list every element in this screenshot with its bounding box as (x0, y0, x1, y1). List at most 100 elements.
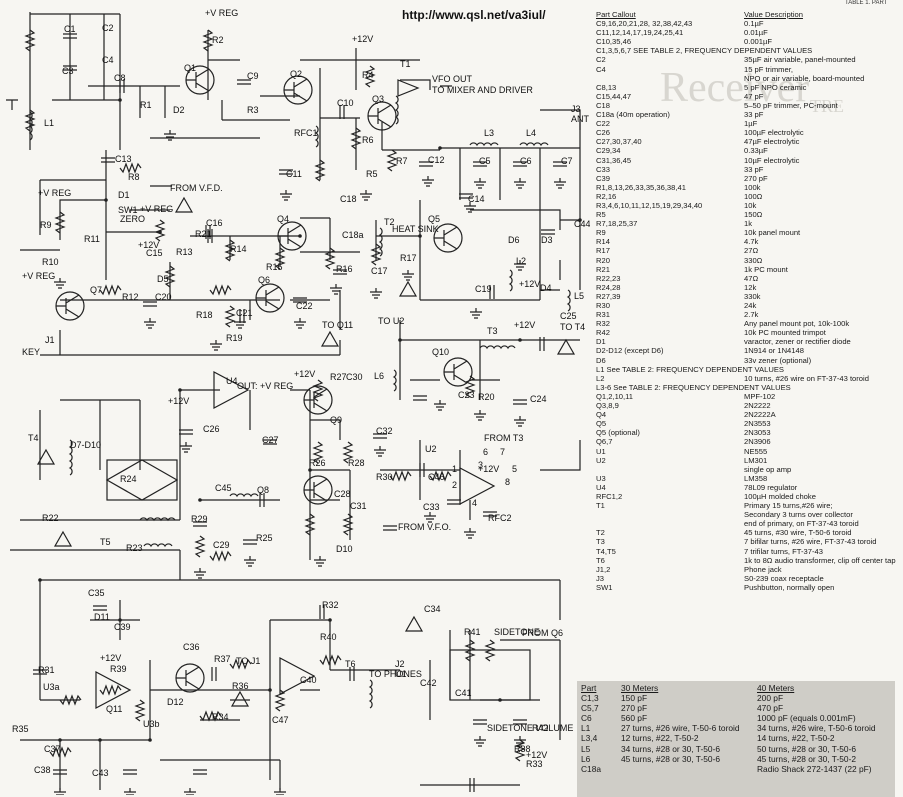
band-part: L3,4 (581, 733, 598, 744)
capacitor-symbol (489, 285, 495, 299)
component-label: D3 (541, 235, 553, 245)
component-label: D2 (173, 105, 185, 115)
wire (20, 249, 330, 320)
part-callout: SW1 (596, 582, 613, 592)
ground-symbol (54, 788, 66, 795)
component-label: R35 (12, 724, 29, 734)
inductor-symbol (378, 227, 383, 257)
component-label: Q3 (372, 94, 384, 104)
part-value: 5–50 pF trimmer, PC-mount (744, 100, 838, 110)
component-label: R14 (230, 244, 247, 254)
component-label: T2 (384, 217, 395, 227)
component-label: R13 (176, 247, 193, 257)
component-label: R3 (247, 105, 259, 115)
component-label: C7 (561, 156, 573, 166)
part-callout: C27,30,37,40 (596, 137, 642, 147)
part-callout: U1 (596, 446, 606, 456)
part-callout: C2 (596, 55, 606, 65)
opamp-symbol (459, 467, 496, 505)
component-label: R29 (191, 514, 208, 524)
band-part: L6 (581, 753, 591, 764)
component-label: D7-D10 (70, 440, 101, 450)
parts-row: L3-6 See TABLE 2: FREQUENCY DEPENDENT VA… (596, 383, 896, 392)
component-label: J1 (45, 335, 55, 345)
part-callout: U4 (596, 482, 606, 492)
wire (29, 12, 121, 150)
component-label: C43 (92, 768, 109, 778)
component-label: R18 (196, 310, 213, 320)
band-40m-value: 50 turns, #28 or 30, T-50-6 (757, 743, 857, 754)
capacitor-symbol (123, 769, 137, 775)
part-callout: J3 (596, 573, 605, 583)
capacitor-symbol (101, 157, 115, 163)
component-label: +12V (168, 396, 189, 406)
component-label: C16 (206, 218, 223, 228)
component-label: R39 (110, 664, 127, 674)
capacitor-symbol (333, 269, 347, 275)
parts-row: C18a (40m operation)33 pF (596, 110, 896, 119)
ground-symbol (274, 788, 286, 795)
component-label: C37 (44, 744, 61, 754)
opamp-symbol (279, 657, 316, 695)
part-value: 78L09 regulator (744, 482, 798, 492)
component-label: C32 (376, 426, 393, 436)
part-callout: L3-6 See TABLE 2: FREQUENCY DEPENDENT VA… (596, 382, 791, 392)
inductor-symbol (139, 517, 176, 522)
part-value: 45 turns, #30 wire, T-50-6 toroid (744, 528, 852, 538)
capacitor-symbol (63, 65, 77, 71)
inductor-symbol (508, 269, 513, 292)
part-value: end of primary, on FT-37-43 toroid (744, 519, 859, 529)
component-label: C26 (203, 424, 220, 434)
wire (40, 290, 341, 356)
component-label: ZERO (120, 214, 145, 224)
resistor-symbol (314, 159, 326, 182)
component-label: L3 (484, 128, 494, 138)
component-label: T3 (487, 326, 498, 336)
part-value: LM358 (744, 473, 768, 483)
part-value: 33v zener (optional) (744, 355, 812, 365)
wire (10, 440, 471, 580)
resistor-symbol (199, 710, 222, 722)
wire (179, 389, 341, 560)
band-30m-value: 560 pF (621, 713, 648, 724)
component-label: L6 (374, 371, 384, 381)
part-callout: R17 (596, 246, 610, 256)
component-label: Q5 (428, 214, 440, 224)
component-label: R7 (396, 156, 408, 166)
component-label: C24 (530, 394, 547, 404)
parts-row: Secondary 3 turns over collector (596, 510, 896, 519)
part-callout: R24,28 (596, 282, 621, 292)
component-label: R34 (212, 712, 229, 722)
component-label: SIDETONE VOLUME (487, 723, 573, 733)
part-callout: C29,34 (596, 146, 621, 156)
component-label: SIDETONE (494, 627, 540, 637)
parts-row: Q5 (optional)2N3053 (596, 428, 896, 437)
part-value: NE555 (744, 446, 768, 456)
wire (278, 224, 302, 248)
resistor-symbol (389, 470, 412, 482)
wire (39, 150, 172, 280)
component-label: C19 (475, 284, 492, 294)
band-part: C5,7 (581, 703, 599, 714)
component-label: C34 (424, 604, 441, 614)
part-value: 35µF air variable, panel-mounted (744, 55, 856, 65)
capacitor-symbol (259, 493, 265, 507)
resistor-symbol (99, 684, 122, 696)
pin-label: 7 (500, 447, 505, 457)
parts-row: U1 NE555 (596, 447, 896, 456)
junction-dot (438, 146, 442, 150)
col-part-header: Part Callout (596, 10, 636, 19)
signal-flag (230, 690, 250, 707)
part-callout: T1 (596, 501, 605, 511)
ground-symbol (164, 130, 176, 141)
wire (200, 689, 540, 721)
